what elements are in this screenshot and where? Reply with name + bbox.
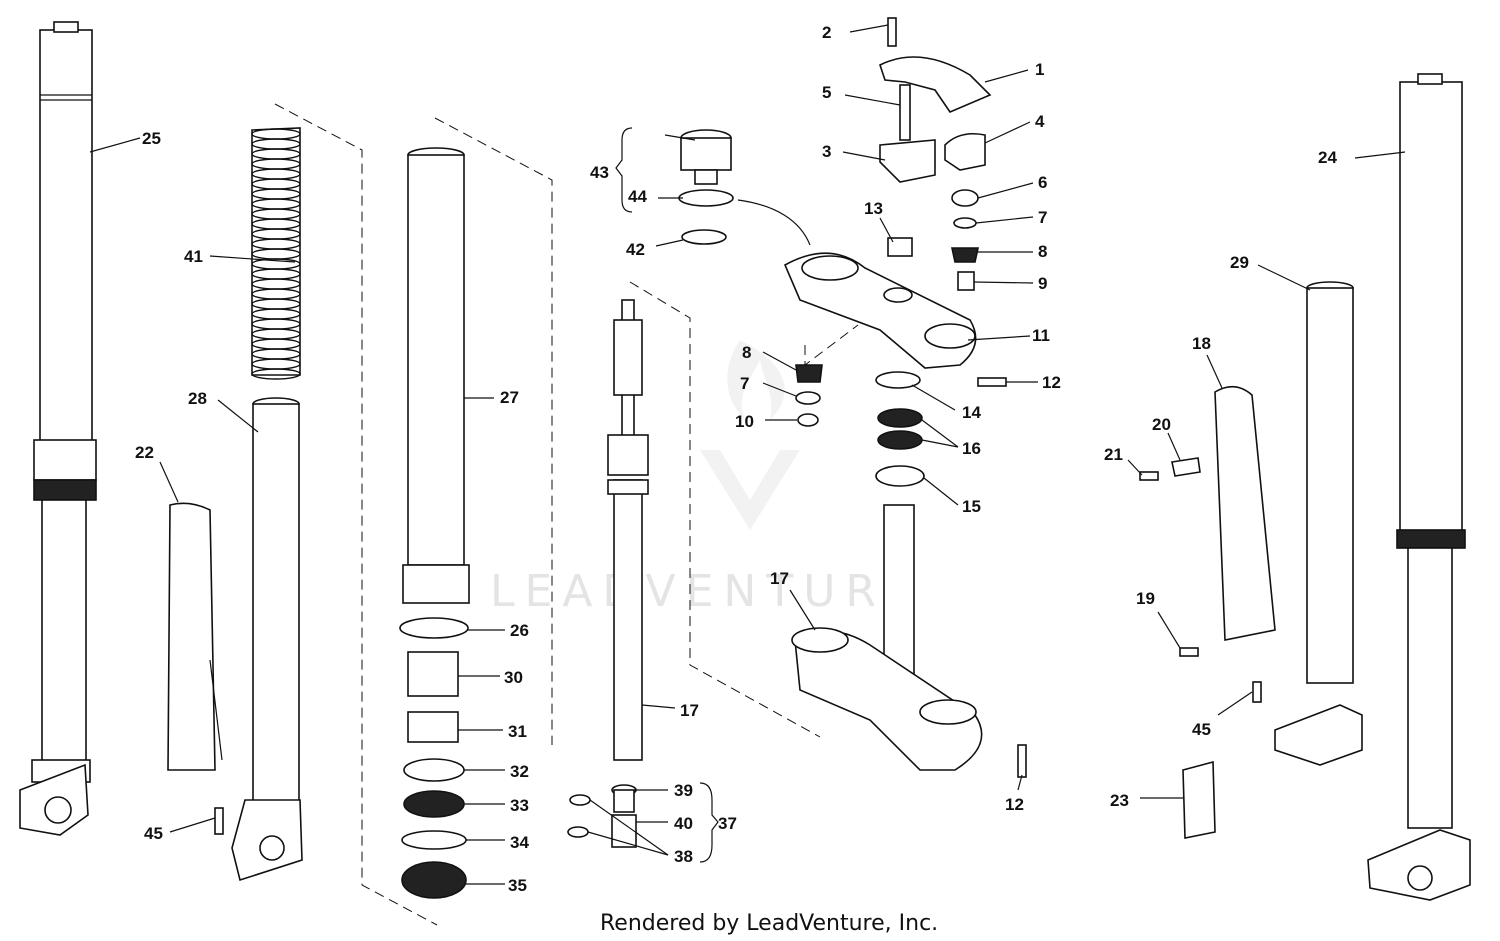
callout-7-upper: 7 [1038,208,1047,227]
callout-27: 27 [500,388,519,407]
callout-45-right: 45 [1192,720,1211,739]
guard-hardware [214,457,1262,839]
callouts: 25 41 28 22 45 27 26 30 31 32 33 34 35 4… [135,23,1337,895]
callout-13: 13 [864,199,883,218]
callout-9: 9 [1038,274,1047,293]
callout-10: 10 [735,412,754,431]
callout-4: 4 [1035,112,1045,131]
watermark-logo [700,340,800,530]
callout-8-upper: 8 [1038,242,1047,261]
spring-coil [251,368,301,380]
callout-23: 23 [1110,791,1129,810]
callout-16: 16 [962,439,981,458]
watermark-text: LEADVENTURE [490,566,924,617]
fork-spring [251,127,301,380]
callout-42: 42 [626,240,645,259]
fork-cap [678,129,811,246]
fork-leg-left [19,21,97,836]
outer-tube [402,147,470,604]
callout-7-lower: 7 [740,374,749,393]
callout-38: 38 [674,847,693,866]
callout-39: 39 [674,781,693,800]
callout-14: 14 [962,403,981,422]
callout-29: 29 [1230,253,1249,272]
fork-guard-left [167,502,223,771]
callout-19: 19 [1136,589,1155,608]
callout-5: 5 [822,83,831,102]
leader-lines [89,24,1406,885]
lower-triple-clamp [791,377,1027,778]
upper-triple-clamp [783,237,977,369]
seal-stack [399,617,469,899]
callout-26: 26 [510,621,529,640]
callout-43: 43 [590,163,609,182]
callout-17-clamp: 17 [770,569,789,588]
fork-cartridge [607,299,649,761]
callout-41: 41 [184,247,203,266]
callout-6: 6 [1038,173,1047,192]
callout-44: 44 [628,187,647,206]
callout-37: 37 [718,814,737,833]
callout-34: 34 [510,833,529,852]
callout-20: 20 [1152,415,1171,434]
callout-35: 35 [508,876,527,895]
callout-12-upper: 12 [1042,373,1061,392]
handlebar-clamps [879,17,992,291]
callout-30: 30 [504,668,523,687]
callout-3: 3 [822,142,831,161]
callout-40: 40 [674,814,693,833]
callout-25: 25 [142,129,161,148]
callout-24: 24 [1318,148,1337,167]
callout-11: 11 [1032,326,1050,345]
callout-15: 15 [962,497,981,516]
callout-45-left: 45 [144,824,163,843]
callout-17-cartridge: 17 [680,701,699,720]
callout-1: 1 [1035,60,1044,79]
callout-21: 21 [1104,445,1123,464]
credit-line: Rendered by LeadVenture, Inc. [600,911,938,936]
callout-32: 32 [510,762,529,781]
callout-28: 28 [188,389,207,408]
fork-guard-right [1214,385,1276,641]
callout-22: 22 [135,443,154,462]
inner-tube-right [1274,281,1363,766]
callout-12-lower: 12 [1005,795,1024,814]
callout-18: 18 [1192,334,1211,353]
callout-33: 33 [510,796,529,815]
inner-tube [231,397,303,882]
callout-2: 2 [822,23,831,42]
callout-8-lower: 8 [742,343,751,362]
valve-set [567,784,637,848]
bearing-stack [795,364,925,487]
alignment-lines [274,103,859,926]
fork-leg-right [1367,73,1471,901]
callout-31: 31 [508,722,527,741]
